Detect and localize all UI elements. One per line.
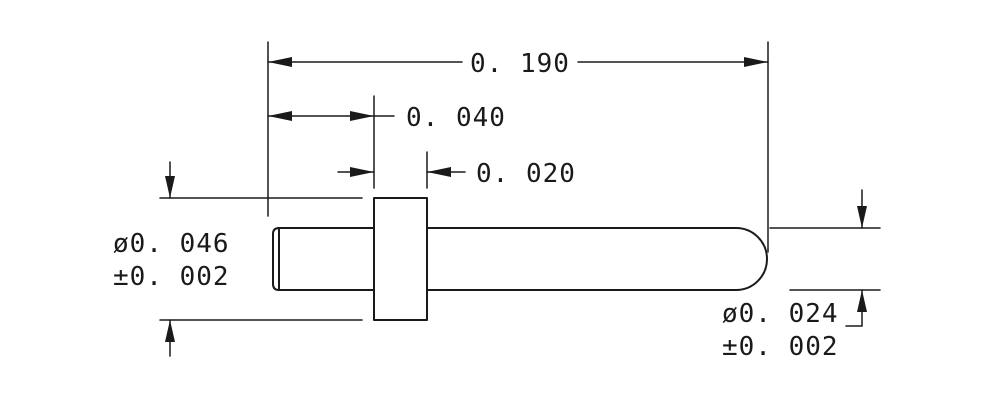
arrow-left: [427, 167, 451, 177]
dimension-collar-diameter: ø0. 046 ±0. 002: [113, 161, 230, 357]
arrow-down: [165, 176, 175, 198]
dim-label-collar-diameter-tolerance: ±0. 002: [113, 262, 230, 292]
dim-label-overall-length: 0. 190: [470, 49, 570, 79]
dimension-pin-diameter: ø0. 024 ±0. 002: [722, 189, 867, 362]
arrow-right: [350, 167, 374, 177]
dimension-tail-length: 0. 040: [267, 103, 506, 133]
dim-label-tail-length: 0. 040: [406, 103, 506, 133]
dim-label-collar-diameter: ø0. 046: [113, 229, 230, 259]
arrow-down: [857, 206, 867, 228]
dimension-collar-width: 0. 020: [337, 159, 576, 189]
dimension-overall-length: 0. 190: [267, 49, 769, 79]
dim-label-collar-width: 0. 020: [476, 159, 576, 189]
dim-label-pin-diameter-tolerance: ±0. 002: [722, 332, 839, 362]
pin-collar: [373, 197, 428, 321]
arrow-left: [268, 111, 292, 121]
dim-label-pin-diameter: ø0. 024: [722, 299, 839, 329]
arrow-up: [857, 290, 867, 312]
arrow-left: [268, 57, 292, 67]
arrow-right: [744, 57, 768, 67]
arrow-up: [165, 320, 175, 342]
pin-part: [272, 197, 768, 321]
pin-body: [426, 227, 768, 291]
extension-lines: [159, 41, 881, 321]
arrow-right: [350, 111, 374, 121]
pin-tail: [272, 227, 375, 291]
